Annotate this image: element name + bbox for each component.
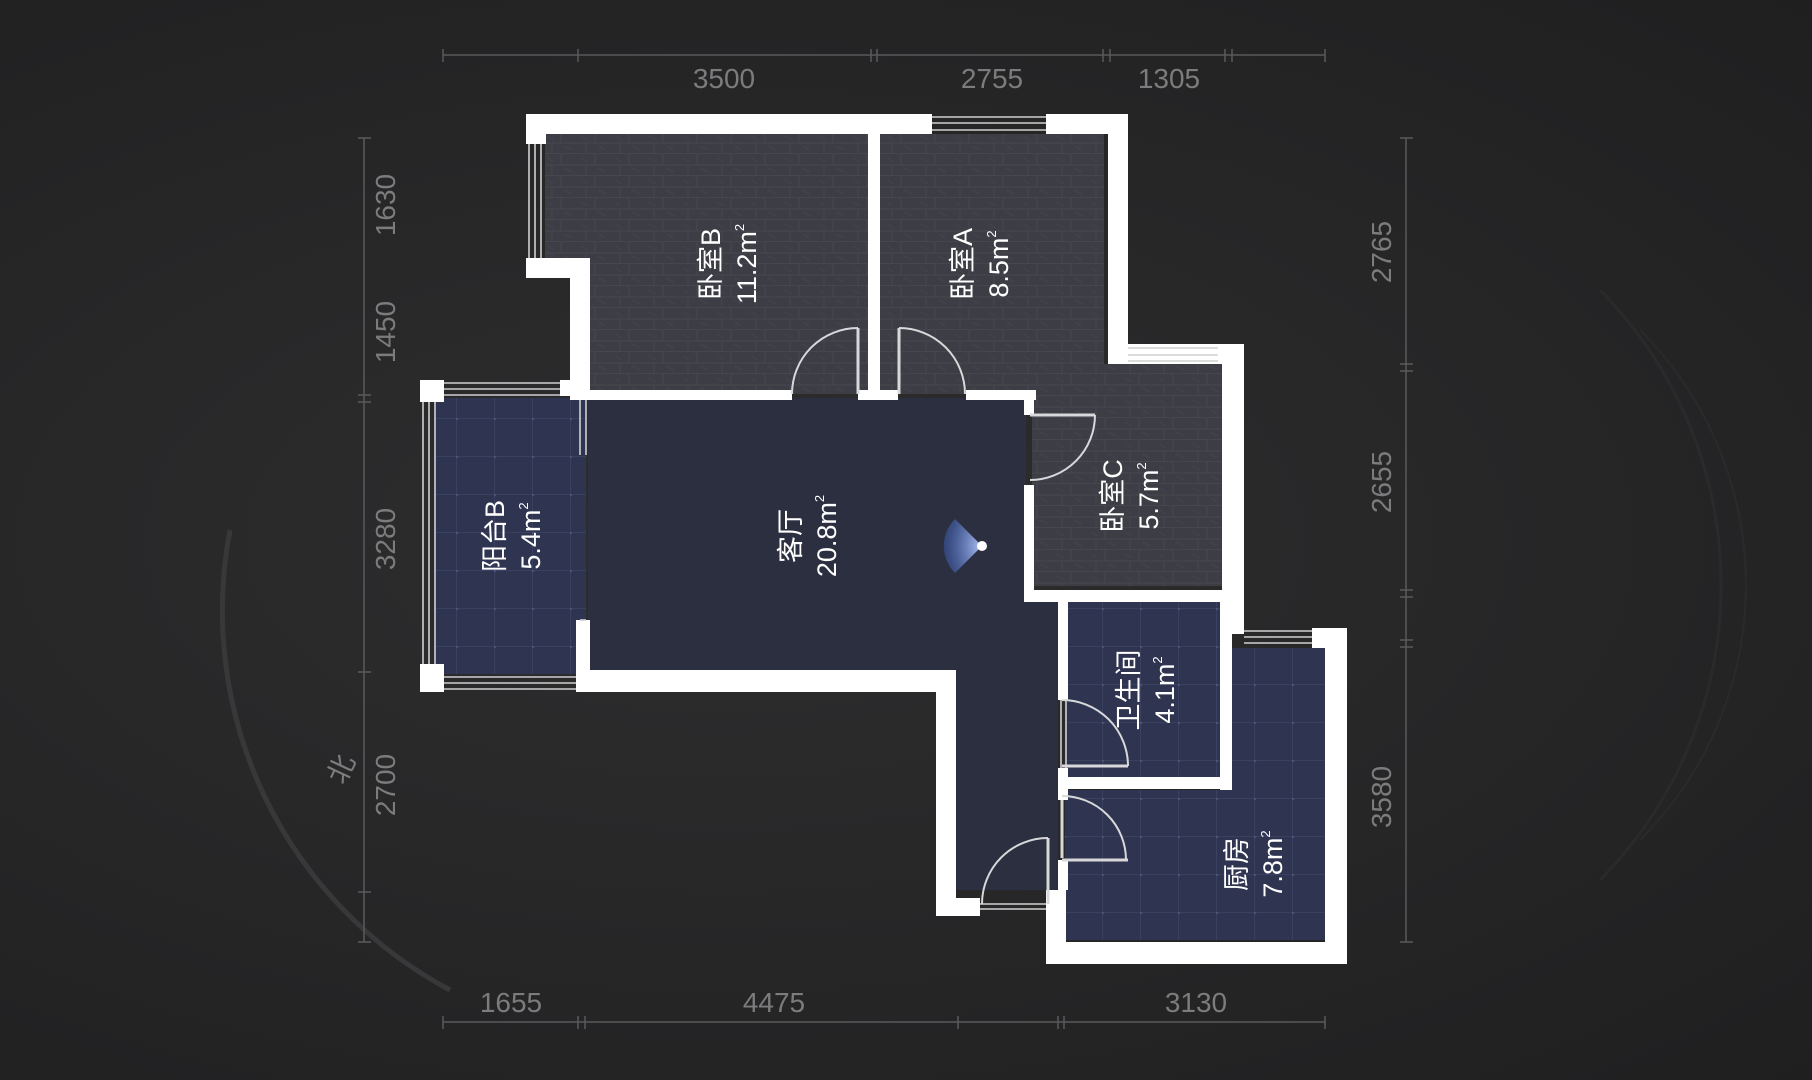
floor-bedroom-b (545, 134, 871, 394)
dim-right-1: 2765 (1366, 221, 1397, 283)
room-label-bedroom-a: 卧室A 8.5m2 (948, 228, 1014, 300)
bedroom-c-area: 5.7m (1134, 470, 1164, 530)
door-kitchen (1060, 795, 1128, 862)
balcony-b-name: 阳台B (480, 500, 510, 572)
door-bathroom (1061, 699, 1129, 768)
bedroom-a-area: 8.5m (984, 238, 1014, 298)
door-entrance (981, 837, 1050, 905)
dim-bottom-3: 3130 (1165, 987, 1227, 1018)
bedroom-c-name: 卧室C (1098, 459, 1128, 533)
walls (420, 114, 1347, 964)
compass-north-label: 北 (321, 750, 361, 788)
room-label-bedroom-c: 卧室C 5.7m2 (1098, 459, 1164, 533)
floor-balcony-b (434, 398, 586, 674)
svg-text:8.5m2: 8.5m2 (984, 230, 1014, 297)
bedroom-b-sup: 2 (732, 224, 747, 231)
kitchen-sup: 2 (1258, 830, 1273, 837)
bathroom-name: 卫生间 (1114, 650, 1144, 731)
svg-text:20.8m2: 20.8m2 (812, 495, 842, 577)
room-floors (434, 134, 1325, 940)
dim-left-3: 3280 (370, 508, 401, 570)
svg-text:7.8m2: 7.8m2 (1258, 830, 1288, 897)
balcony-b-area: 5.4m (516, 510, 546, 570)
room-label-bathroom: 卫生间 4.1m2 (1114, 650, 1180, 731)
doors (791, 327, 1129, 905)
kitchen-name: 厨房 (1222, 837, 1252, 891)
room-label-living: 客厅 20.8m2 (776, 495, 842, 577)
dim-top-3: 1305 (1138, 63, 1200, 94)
room-label-bedroom-b: 卧室B 11.2m2 (696, 224, 762, 304)
windows (422, 116, 1312, 910)
dim-left-2: 1450 (370, 301, 401, 363)
floor-kitchen (1065, 648, 1325, 940)
dim-left-1: 1630 (370, 174, 401, 236)
dim-bottom-1: 1655 (480, 987, 542, 1018)
dim-right-2: 2655 (1366, 451, 1397, 513)
svg-text:5.4m2: 5.4m2 (516, 502, 546, 569)
dim-left-4: 2700 (370, 754, 401, 816)
dimension-lines (358, 49, 1413, 1029)
balcony-b-sup: 2 (516, 502, 531, 509)
bathroom-area: 4.1m (1150, 664, 1180, 724)
room-label-kitchen: 厨房 7.8m2 (1222, 830, 1288, 897)
door-bedroom-a (897, 327, 966, 395)
bedroom-b-name: 卧室B (696, 228, 726, 300)
living-sup: 2 (812, 495, 827, 502)
dim-top-2: 2755 (961, 63, 1023, 94)
floor-bedroom-c (1032, 364, 1222, 586)
svg-text:4.1m2: 4.1m2 (1150, 656, 1180, 723)
bathroom-sup: 2 (1150, 656, 1165, 663)
floor-living (588, 398, 1058, 890)
bedroom-b-area: 11.2m (732, 231, 762, 304)
bedroom-a-sup: 2 (984, 230, 999, 237)
bedroom-a-name: 卧室A (948, 228, 978, 300)
svg-text:11.2m2: 11.2m2 (732, 224, 762, 304)
living-name: 客厅 (776, 509, 806, 563)
room-label-balcony-b: 阳台B 5.4m2 (480, 500, 546, 572)
dim-bottom-2: 4475 (743, 987, 805, 1018)
bedroom-c-sup: 2 (1134, 462, 1149, 469)
dim-top-1: 3500 (693, 63, 755, 94)
floor-bedroom-a (879, 134, 1104, 394)
door-bedroom-c (1029, 413, 1096, 481)
viewer-cone-icon (943, 519, 987, 573)
kitchen-area: 7.8m (1258, 838, 1288, 898)
dim-right-3: 3580 (1366, 766, 1397, 828)
compass-arc-icon (219, 288, 1747, 993)
door-bedroom-b (791, 327, 860, 395)
svg-text:5.7m2: 5.7m2 (1134, 462, 1164, 529)
floor-bathroom (1065, 600, 1221, 777)
living-area: 20.8m (812, 502, 842, 577)
